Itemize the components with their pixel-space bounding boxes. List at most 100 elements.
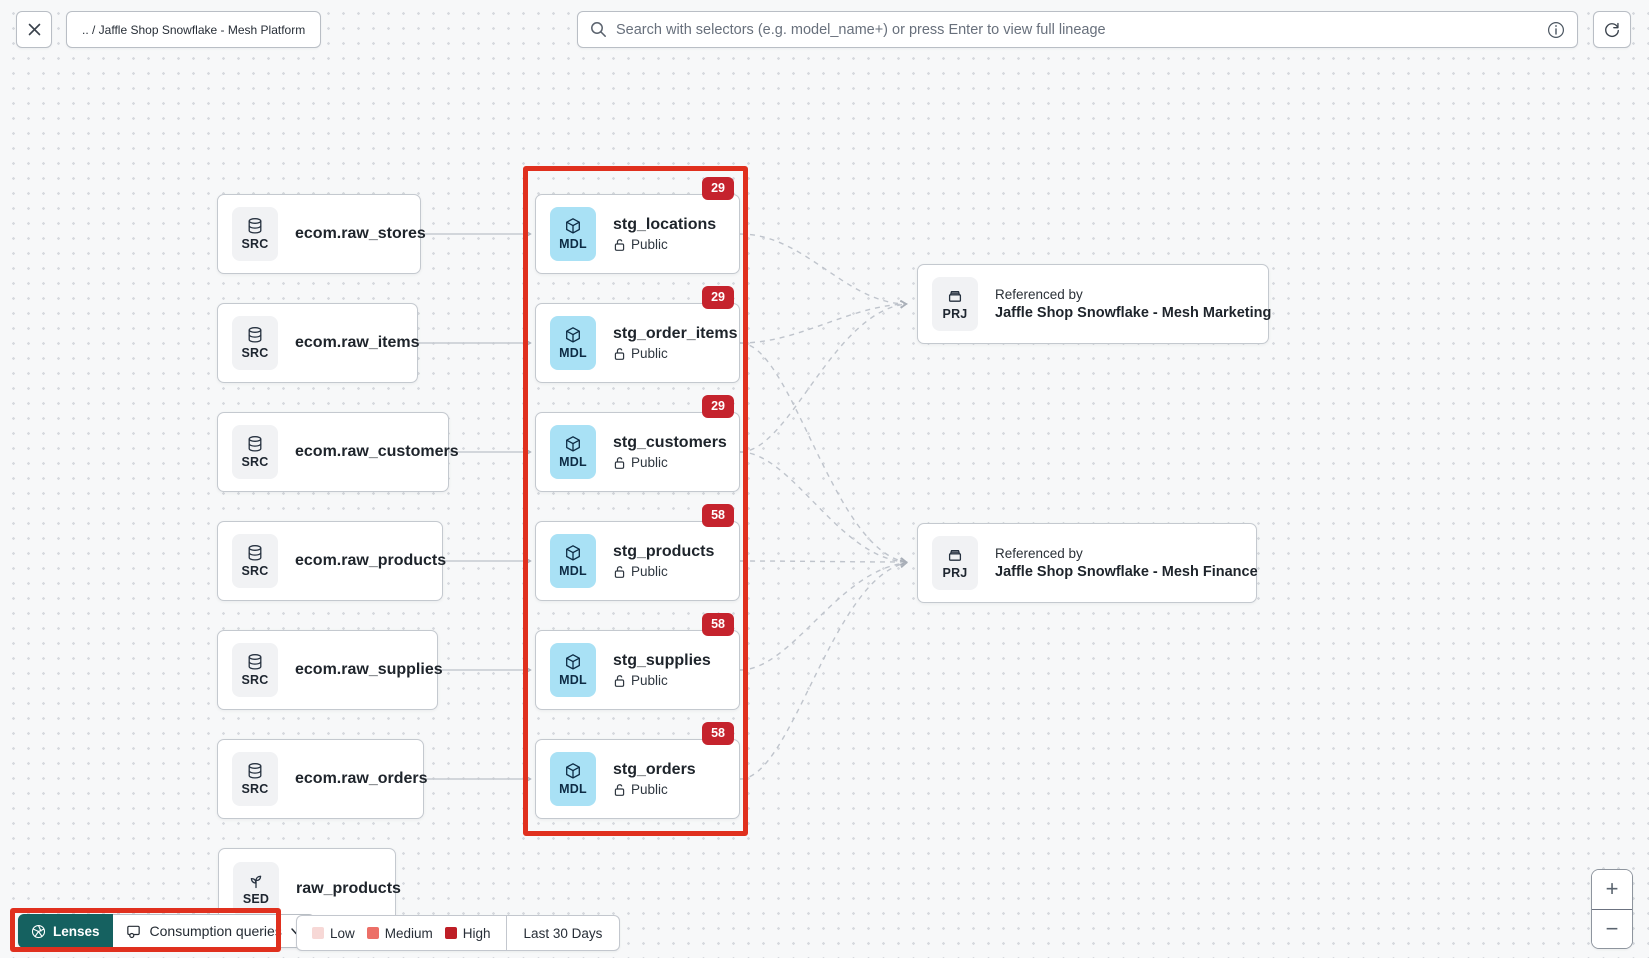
source-node-raw-supplies[interactable]: SRC ecom.raw_supplies [217,630,443,710]
model-node-stg-customers[interactable]: 29 MDL stg_customers Public [535,395,740,492]
lenses-button[interactable]: Lenses [18,914,113,948]
consumption-legend: Low Medium High Last 30 Days [296,915,621,951]
source-icon-tile: SRC [232,534,278,588]
usage-count-badge: 29 [702,395,734,418]
search-bar[interactable] [577,11,1578,48]
zoom-controls: + − [1591,869,1633,949]
node-label: ecom.raw_products [295,552,447,569]
close-button[interactable] [16,11,52,48]
node-label: ecom.raw_customers [295,443,459,460]
lenses-control-group: Lenses Consumption queries [18,914,315,948]
node-type-label: SRC [241,237,269,251]
node-label: stg_customers [613,434,727,451]
project-node-mesh-finance[interactable]: PRJ Referenced by Jaffle Shop Snowflake … [917,523,1258,603]
model-node-stg-orders[interactable]: 58 MDL stg_orders Public [535,722,740,819]
node-label: ecom.raw_stores [295,225,426,242]
source-node-raw-products[interactable]: SRC ecom.raw_products [217,521,447,601]
package-icon [564,217,582,235]
lock-open-icon [613,347,626,361]
node-label: stg_order_items [613,325,738,342]
close-icon [27,22,42,37]
model-icon-tile: MDL [550,316,596,370]
source-node-raw-stores[interactable]: SRC ecom.raw_stores [217,194,426,274]
access-label: Public [631,346,668,361]
database-icon [246,217,264,235]
node-label: stg_locations [613,216,717,233]
search-input[interactable] [616,21,1538,38]
referenced-by-label: Referenced by [995,546,1083,561]
lock-open-icon [613,674,626,688]
seedling-icon [247,872,265,890]
node-label: stg_products [613,543,715,560]
node-label: stg_supplies [613,652,711,669]
breadcrumb[interactable]: .. / Jaffle Shop Snowflake - Mesh Platfo… [66,11,322,48]
zoom-out-button[interactable]: − [1592,909,1632,948]
model-icon-tile: MDL [550,752,596,806]
lock-open-icon [613,238,626,252]
model-icon-tile: MDL [550,643,596,697]
refresh-button[interactable] [1593,11,1631,48]
legend-items: Low Medium High [297,916,506,950]
node-label: ecom.raw_orders [295,770,428,787]
model-node-stg-locations[interactable]: 29 MDL stg_locations Public [535,177,740,274]
legend-item-low: Low [312,926,355,941]
lens-dropdown[interactable]: Consumption queries [112,914,315,948]
seed-icon-tile: SED [233,862,279,916]
node-type-label: SRC [241,346,269,360]
zoom-in-button[interactable]: + [1592,870,1632,910]
breadcrumb-label: .. / Jaffle Shop Snowflake - Mesh Platfo… [82,22,306,37]
legend-swatch-medium [366,927,379,939]
archive-box-icon [946,546,964,564]
model-node-stg-products[interactable]: 58 MDL stg_products Public [535,504,740,601]
refresh-icon [1603,21,1621,39]
node-type-label: PRJ [942,307,968,321]
node-label: ecom.raw_items [295,334,420,351]
project-name: Jaffle Shop Snowflake - Mesh Finance [995,564,1258,580]
project-name: Jaffle Shop Snowflake - Mesh Marketing [995,305,1272,321]
node-type-label: PRJ [942,566,968,580]
legend-label: High [462,925,491,941]
node-type-label: SED [242,892,270,906]
access-label: Public [631,237,668,252]
package-icon [564,326,582,344]
lens-dropdown-label: Consumption queries [149,923,282,939]
database-icon [246,544,264,562]
referenced-by-label: Referenced by [995,287,1083,302]
usage-count-badge: 58 [702,722,734,745]
node-type-label: MDL [559,564,587,578]
node-type-label: MDL [559,782,587,796]
model-node-stg-order-items[interactable]: 29 MDL stg_order_items Public [535,286,740,383]
legend-item-medium: Medium [366,925,433,941]
node-label: raw_products [296,880,401,897]
lock-open-icon [613,783,626,797]
node-type-label: SRC [241,564,269,578]
node-label: ecom.raw_supplies [295,661,443,678]
model-icon-tile: MDL [550,207,596,261]
source-node-raw-items[interactable]: SRC ecom.raw_items [217,303,420,383]
source-icon-tile: SRC [232,207,278,261]
info-icon[interactable] [1547,21,1565,39]
model-node-stg-supplies[interactable]: 58 MDL stg_supplies Public [535,613,740,710]
lock-open-icon [613,456,626,470]
legend-label: Medium [384,925,433,941]
source-icon-tile: SRC [232,752,278,806]
node-type-label: SRC [241,455,269,469]
access-label: Public [631,673,668,688]
consumption-query-icon [125,923,142,940]
node-type-label: SRC [241,782,269,796]
source-node-raw-orders[interactable]: SRC ecom.raw_orders [217,739,428,819]
source-icon-tile: SRC [232,643,278,697]
source-node-raw-customers[interactable]: SRC ecom.raw_customers [217,412,459,492]
node-label: stg_orders [613,761,696,778]
package-icon [564,653,582,671]
search-icon [590,21,607,38]
node-type-label: MDL [559,455,587,469]
package-icon [564,435,582,453]
node-type-label: MDL [559,673,587,687]
project-node-mesh-marketing[interactable]: PRJ Referenced by Jaffle Shop Snowflake … [917,264,1272,344]
project-icon-tile: PRJ [932,536,978,590]
package-icon [564,762,582,780]
database-icon [246,762,264,780]
